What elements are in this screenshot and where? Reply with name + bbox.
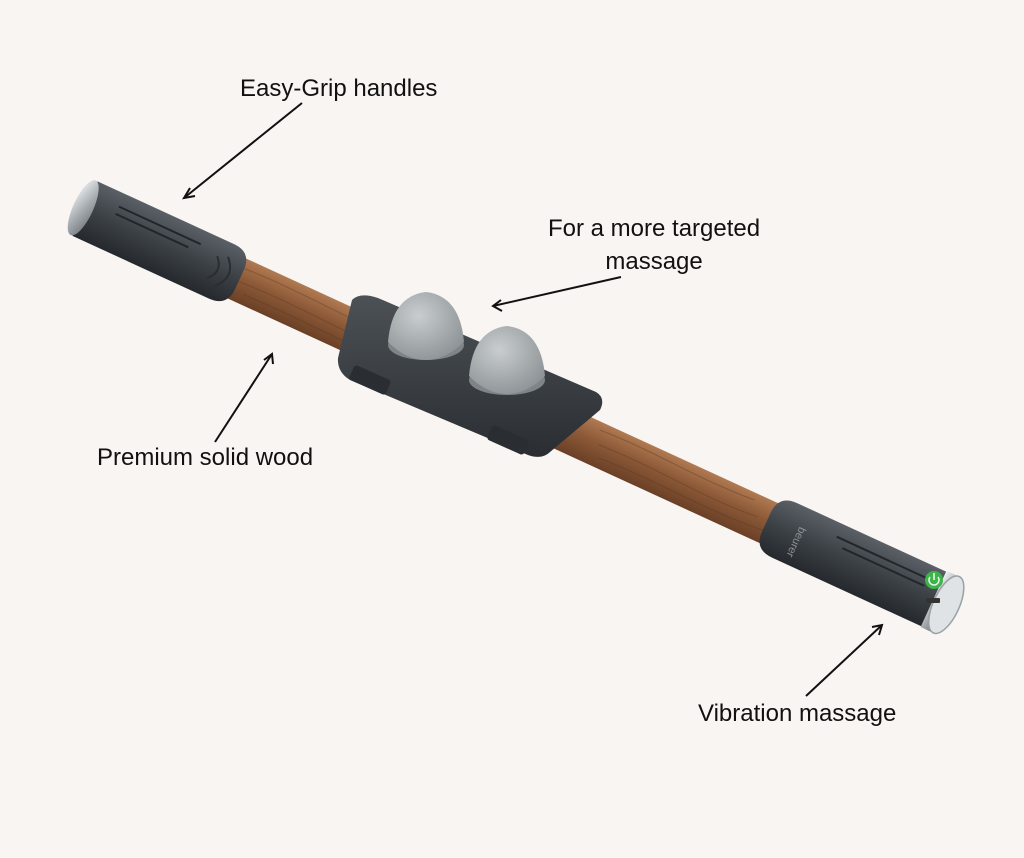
callout-vibration-massage: Vibration massage bbox=[698, 700, 897, 727]
left-end-cap bbox=[67, 180, 99, 236]
massage-nodule-right bbox=[469, 326, 545, 395]
callout-targeted-line2: massage bbox=[605, 248, 703, 275]
clamp-clip-left bbox=[349, 365, 391, 395]
arrow-wood bbox=[214, 353, 273, 443]
callout-targeted-massage: For a more targeted massage bbox=[548, 212, 760, 278]
right-handle: beurer bbox=[759, 500, 965, 635]
massage-nodule-left bbox=[388, 292, 464, 360]
arrow-target bbox=[492, 276, 622, 307]
massage-clamp bbox=[337, 292, 603, 457]
wood-grain bbox=[238, 268, 763, 531]
callout-targeted-line1: For a more targeted bbox=[548, 215, 761, 242]
left-handle bbox=[67, 180, 247, 302]
callout-arrows bbox=[182, 102, 884, 697]
arrow-vibration bbox=[805, 624, 883, 697]
power-button bbox=[925, 571, 943, 603]
callout-easy-grip-handles: Easy-Grip handles bbox=[240, 75, 438, 102]
arrow-grip bbox=[183, 102, 303, 199]
callout-premium-solid-wood: Premium solid wood bbox=[97, 444, 314, 471]
clamp-clip-right bbox=[487, 425, 529, 455]
